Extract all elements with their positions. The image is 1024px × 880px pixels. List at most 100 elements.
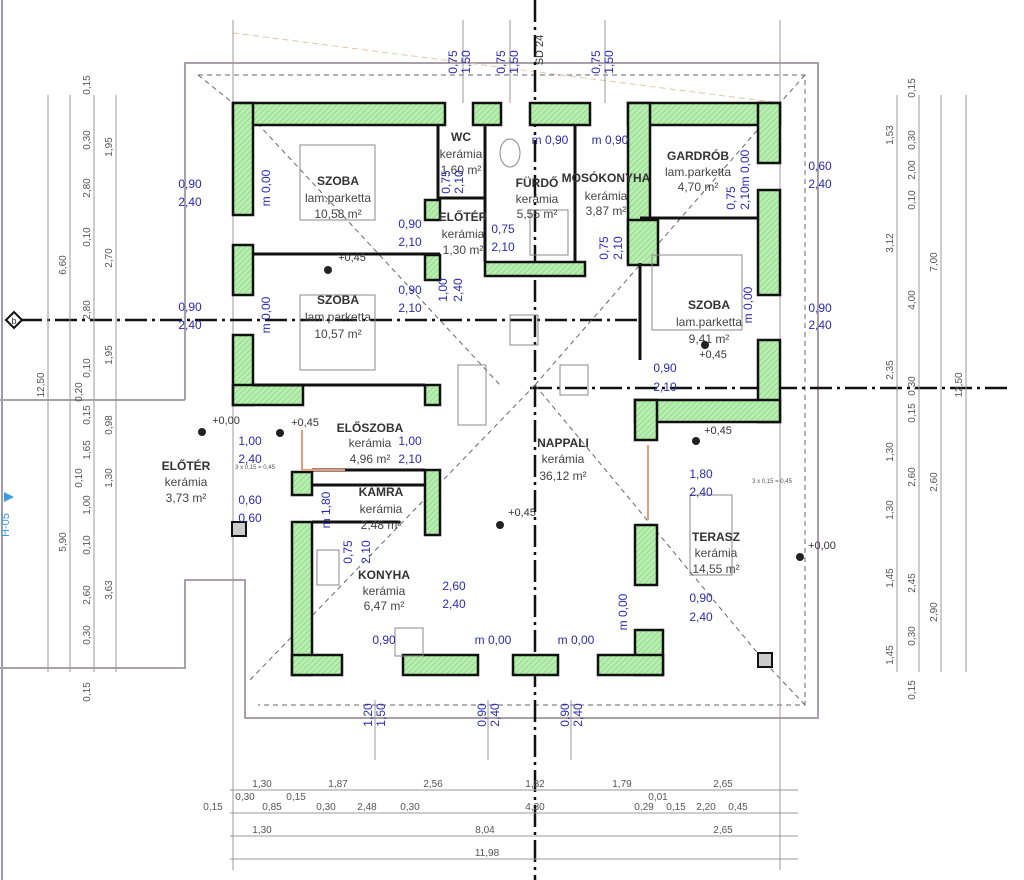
dimension-label: 1,53: [885, 125, 896, 145]
dimension-label: 2,10: [611, 236, 625, 260]
room-floor: kerámia: [363, 584, 406, 598]
dimension-label: 0,30: [82, 130, 93, 150]
dimension-label: 0,30: [400, 802, 420, 813]
room-floor: kerámia: [440, 147, 483, 161]
dimension-label: 2,40: [442, 597, 466, 611]
dimension-label: 0,30: [907, 130, 918, 150]
dimension-label: 0,10: [82, 358, 93, 378]
dimension-label: 0,20: [74, 382, 85, 402]
furniture: [299, 138, 743, 657]
roof-outline: [0, 32, 819, 719]
level-label: +0,45: [338, 252, 366, 264]
dimension-label: 0,15: [82, 682, 93, 702]
dimension-label: 0,90: [808, 301, 832, 315]
dimension-label: 1,95: [104, 345, 115, 365]
room-area: 5,55 m²: [517, 207, 558, 221]
dimension-label: 0,30: [235, 792, 255, 803]
room-nappali: NAPPALI kerámia 36,12 m²: [537, 436, 589, 483]
room-area: 2,48 m²: [361, 518, 402, 532]
room-area: 1,60 m²: [441, 163, 482, 177]
dimension-label: 2,40: [808, 177, 832, 191]
walls: [231, 101, 782, 677]
dimension-label: 2,40: [808, 318, 832, 332]
column: [231, 521, 247, 537]
dimension-label: 1,80: [689, 467, 713, 481]
room-floor: kerámia: [585, 189, 628, 203]
room-area: 10,57 m²: [314, 327, 361, 341]
dimension-label: 2,10: [359, 540, 373, 564]
dimension-label: 7,00: [929, 252, 940, 272]
dimension-label: 0,90: [178, 177, 202, 191]
dimension-label: 2,10: [491, 240, 515, 254]
level-label: +0,45: [699, 349, 727, 361]
room-floor: kerámia: [516, 192, 559, 206]
dimension-label: 1,82: [525, 779, 545, 790]
dimension-label: 0,75: [341, 540, 355, 564]
dimension-label: 2,20: [696, 802, 716, 813]
dimension-label: 2,40: [451, 278, 465, 302]
room-eloter-entry: ELŐTÉR kerámia 3,73 m²: [162, 458, 211, 505]
dimension-label: 2,40: [238, 452, 262, 466]
dimension-label: 2,65: [713, 825, 733, 836]
dimension-label: 0,75: [724, 186, 738, 210]
dimension-label: 1,50: [374, 703, 388, 727]
dimension-label: 1,30: [252, 825, 272, 836]
level-marker-icon: [496, 521, 504, 529]
dimension-label: 1,30: [885, 500, 896, 520]
room-floor: lam.parketta: [305, 191, 371, 205]
dimension-label: 2,35: [885, 360, 896, 380]
bottom-opening-dims: 1,20 1,50 0,90 2,40 0,90 2,40: [361, 703, 585, 727]
dimension-label: m 0,00: [558, 633, 595, 647]
level-label: +0,45: [704, 425, 732, 437]
dimension-label: m 0,00: [475, 633, 512, 647]
room-area: 4,70 m²: [678, 180, 719, 194]
room-szoba-2: SZOBA lam.parketta 10,57 m²: [305, 293, 371, 341]
dimension-label: 0,60: [238, 511, 262, 525]
room-name: KAMRA: [359, 485, 404, 499]
room-szoba-3: SZOBA lam.parketta 9,41 m²: [676, 298, 742, 346]
dimension-label: 0,30: [907, 376, 918, 396]
dimension-label: 1,30: [104, 468, 115, 488]
room-area: 6,47 m²: [364, 599, 405, 613]
dimension-label: 1,50: [459, 50, 473, 74]
dimension-label: 11,98: [475, 848, 500, 859]
dimension-label: 2,80: [82, 178, 93, 198]
dimension-label: 0,75: [491, 222, 515, 236]
dimension-label: 0,90: [178, 300, 202, 314]
dimension-label: 1,87: [328, 779, 348, 790]
room-area: 4,96 m²: [350, 452, 391, 466]
dimension-label: 0,01: [648, 792, 668, 803]
dimension-label: 2,60: [82, 585, 93, 605]
dimension-label: 1,50: [507, 50, 521, 74]
dimension-label: 2,10: [398, 301, 422, 315]
room-mosokonyha: MOSÓKONYHA kerámia 3,87 m²: [562, 170, 651, 218]
dimension-label: 1,45: [885, 645, 896, 665]
dimension-label: 2,40: [178, 318, 202, 332]
dimension-label: 2,65: [713, 779, 733, 790]
level-marker-icon: [276, 429, 284, 437]
dimension-label: 2,80: [82, 300, 93, 320]
room-floor: kerámia: [165, 475, 208, 489]
section-marker-label: H-05: [0, 513, 12, 537]
level-markers: +0,00 +0,45 +0,45 +0,45 +0,45 +0,45 +0,0…: [198, 252, 836, 561]
dimension-label: 2,00: [907, 160, 918, 180]
room-furdo: FÜRDŐ kerámia 5,55 m²: [516, 175, 559, 221]
left-dimension-chains: 0,15 0,30 2,80 0,10 2,80 0,10 0,20 0,15 …: [36, 75, 117, 702]
dimension-label: 0,90: [475, 703, 489, 727]
dimension-label: 2,10: [398, 235, 422, 249]
room-eloszoba: ELŐSZOBA kerámia 4,96 m²: [337, 420, 404, 466]
room-area: 36,12 m²: [539, 469, 586, 483]
section-triangle-icon: [4, 492, 14, 502]
section-marker-h05[interactable]: H-05: [0, 492, 14, 537]
room-floor: kerámia: [542, 452, 585, 466]
dimension-label: 1,00: [398, 434, 422, 448]
interior-walls: [253, 125, 758, 524]
dimension-label: 0,90: [558, 703, 572, 727]
dimension-label: 1,95: [104, 137, 115, 157]
room-name: ELŐTÉR: [162, 458, 211, 473]
dimension-label: 0,45: [728, 802, 748, 813]
dimension-label: m 0,00: [616, 593, 630, 630]
dimension-label: 2,48: [357, 802, 377, 813]
room-name: WC: [451, 130, 471, 144]
